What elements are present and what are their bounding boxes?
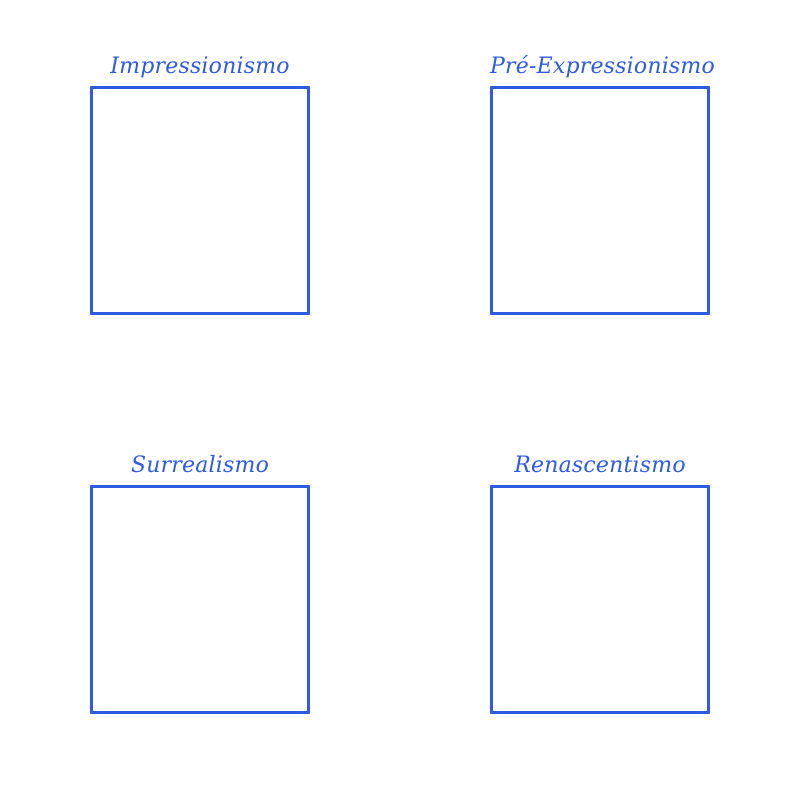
- movement-cell-surrealismo: Surrealismo: [90, 452, 310, 714]
- empty-frame[interactable]: [90, 485, 310, 714]
- movement-cell-renascentismo: Renascentismo: [490, 452, 710, 714]
- movement-cell-impressionismo: Impressionismo: [90, 53, 310, 315]
- movement-label: Impressionismo: [110, 54, 290, 79]
- movement-label: Renascentismo: [514, 453, 686, 478]
- empty-frame[interactable]: [490, 86, 710, 315]
- movement-cell-pre-expressionismo: Pré-Expressionismo: [490, 53, 715, 315]
- empty-frame[interactable]: [90, 86, 310, 315]
- movement-label: Pré-Expressionismo: [490, 54, 715, 79]
- empty-frame[interactable]: [490, 485, 710, 714]
- movement-label: Surrealismo: [130, 453, 270, 478]
